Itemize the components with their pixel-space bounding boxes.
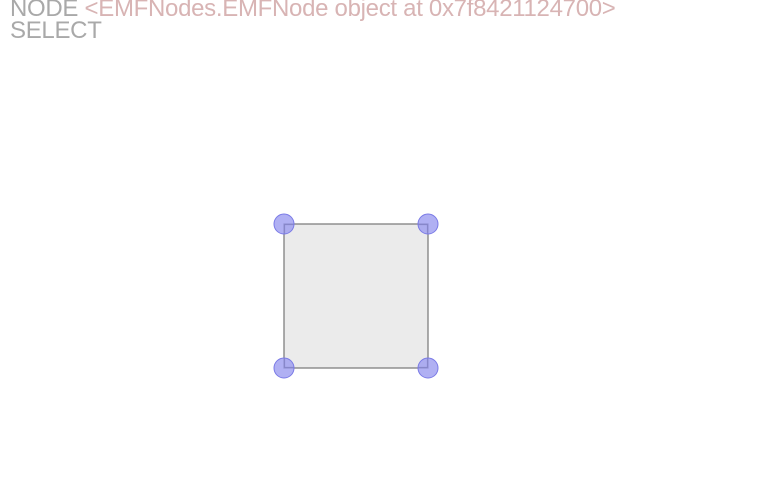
resize-handle-top-right[interactable] bbox=[417, 213, 439, 235]
mode-label: SELECT bbox=[10, 17, 102, 44]
rectangle-shape[interactable] bbox=[283, 223, 429, 369]
resize-handle-bottom-left[interactable] bbox=[273, 357, 295, 379]
node-label: NODE bbox=[10, 0, 79, 22]
resize-handle-bottom-right[interactable] bbox=[417, 357, 439, 379]
resize-handle-top-left[interactable] bbox=[273, 213, 295, 235]
node-status-line: NODE <EMFNodes.EMFNode object at 0x7f842… bbox=[10, 0, 616, 22]
status-overlay: NODE <EMFNodes.EMFNode object at 0x7f842… bbox=[10, 0, 616, 44]
node-object-value: <EMFNodes.EMFNode object at 0x7f84211247… bbox=[84, 0, 616, 22]
